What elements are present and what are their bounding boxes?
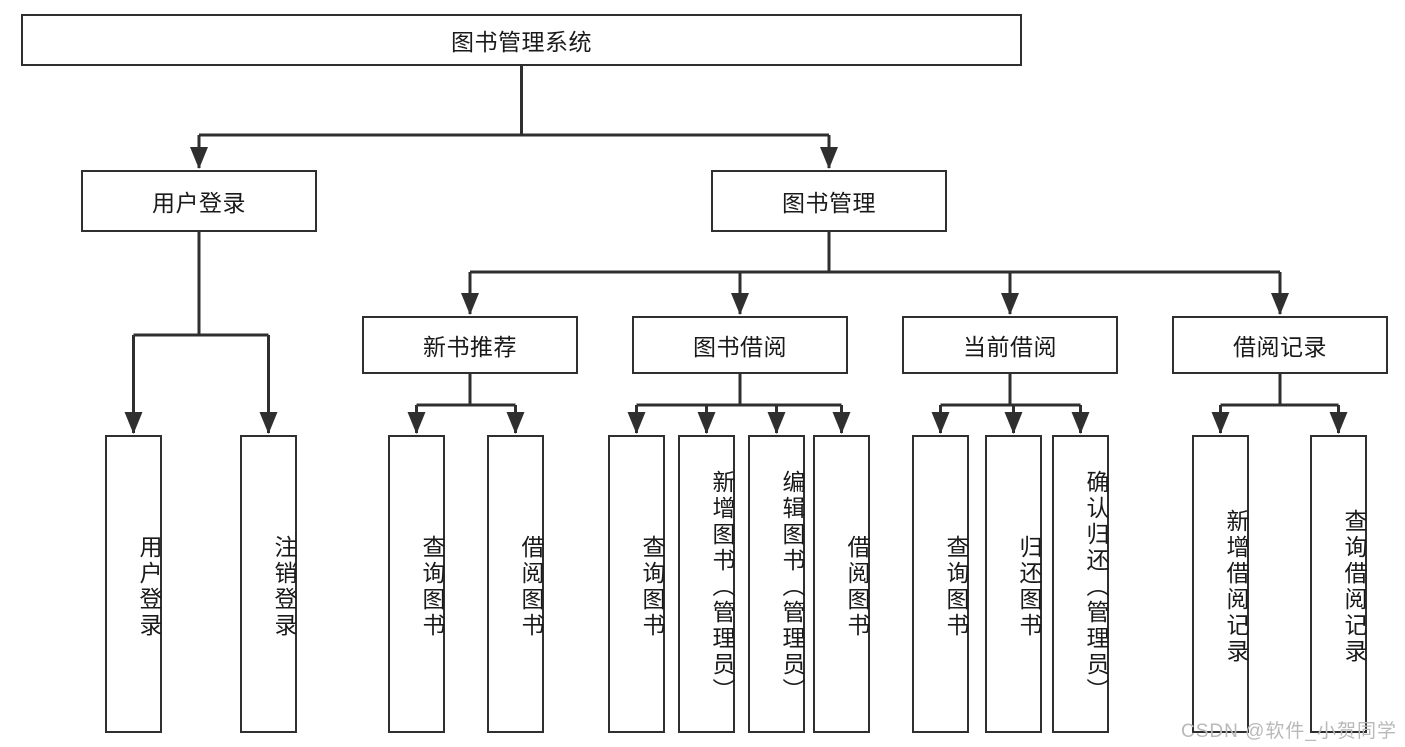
- node-leaf-borrow-book-b-label: 借阅图书: [844, 535, 870, 639]
- node-user-login[interactable]: 用户登录: [81, 170, 317, 232]
- node-leaf-confirm-return[interactable]: 确认归还（管理员）: [1052, 435, 1109, 733]
- node-book-manage[interactable]: 图书管理: [711, 170, 947, 232]
- node-borrow-record-label: 借阅记录: [1233, 334, 1327, 360]
- node-leaf-add-book[interactable]: 新增图书（管理员）: [678, 435, 735, 733]
- node-root-system[interactable]: 图书管理系统: [21, 14, 1022, 66]
- node-book-manage-label: 图书管理: [782, 190, 876, 216]
- node-leaf-query-record[interactable]: 查询借阅记录: [1310, 435, 1367, 733]
- node-current-borrow[interactable]: 当前借阅: [902, 316, 1118, 374]
- node-leaf-logout-login-label: 注销登录: [271, 535, 297, 639]
- node-leaf-edit-book[interactable]: 编辑图书（管理员）: [748, 435, 805, 733]
- node-leaf-return-book[interactable]: 归还图书: [985, 435, 1042, 733]
- node-new-book-rec-label: 新书推荐: [423, 334, 517, 360]
- node-root-system-label: 图书管理系统: [451, 29, 592, 55]
- node-leaf-return-book-label: 归还图书: [1016, 535, 1042, 639]
- node-book-borrow-label: 图书借阅: [693, 334, 787, 360]
- node-leaf-query-record-label: 查询借阅记录: [1341, 509, 1367, 665]
- node-book-borrow[interactable]: 图书借阅: [632, 316, 848, 374]
- node-leaf-logout-login[interactable]: 注销登录: [240, 435, 297, 733]
- node-current-borrow-label: 当前借阅: [963, 334, 1057, 360]
- node-leaf-query-book-b[interactable]: 查询图书: [608, 435, 665, 733]
- watermark-text: CSDN @软件_小贺同学: [1181, 721, 1397, 742]
- node-leaf-user-login-label: 用户登录: [136, 535, 162, 639]
- node-leaf-query-book-rec[interactable]: 查询图书: [388, 435, 445, 733]
- node-leaf-borrow-book-rec-label: 借阅图书: [518, 535, 544, 639]
- node-borrow-record[interactable]: 借阅记录: [1172, 316, 1388, 374]
- node-leaf-query-book-b-label: 查询图书: [639, 535, 665, 639]
- node-leaf-query-book-rec-label: 查询图书: [419, 535, 445, 639]
- node-leaf-add-record-label: 新增借阅记录: [1223, 509, 1249, 665]
- node-new-book-rec[interactable]: 新书推荐: [362, 316, 578, 374]
- node-leaf-borrow-book-rec[interactable]: 借阅图书: [487, 435, 544, 733]
- node-leaf-add-record[interactable]: 新增借阅记录: [1192, 435, 1249, 733]
- node-leaf-user-login[interactable]: 用户登录: [105, 435, 162, 733]
- node-leaf-query-book-c-label: 查询图书: [943, 535, 969, 639]
- node-leaf-add-book-label: 新增图书（管理员）: [709, 470, 735, 704]
- node-leaf-edit-book-label: 编辑图书（管理员）: [779, 470, 805, 704]
- node-leaf-query-book-c[interactable]: 查询图书: [912, 435, 969, 733]
- node-leaf-confirm-return-label: 确认归还（管理员）: [1083, 470, 1109, 704]
- node-leaf-borrow-book-b[interactable]: 借阅图书: [813, 435, 870, 733]
- node-user-login-label: 用户登录: [152, 190, 246, 216]
